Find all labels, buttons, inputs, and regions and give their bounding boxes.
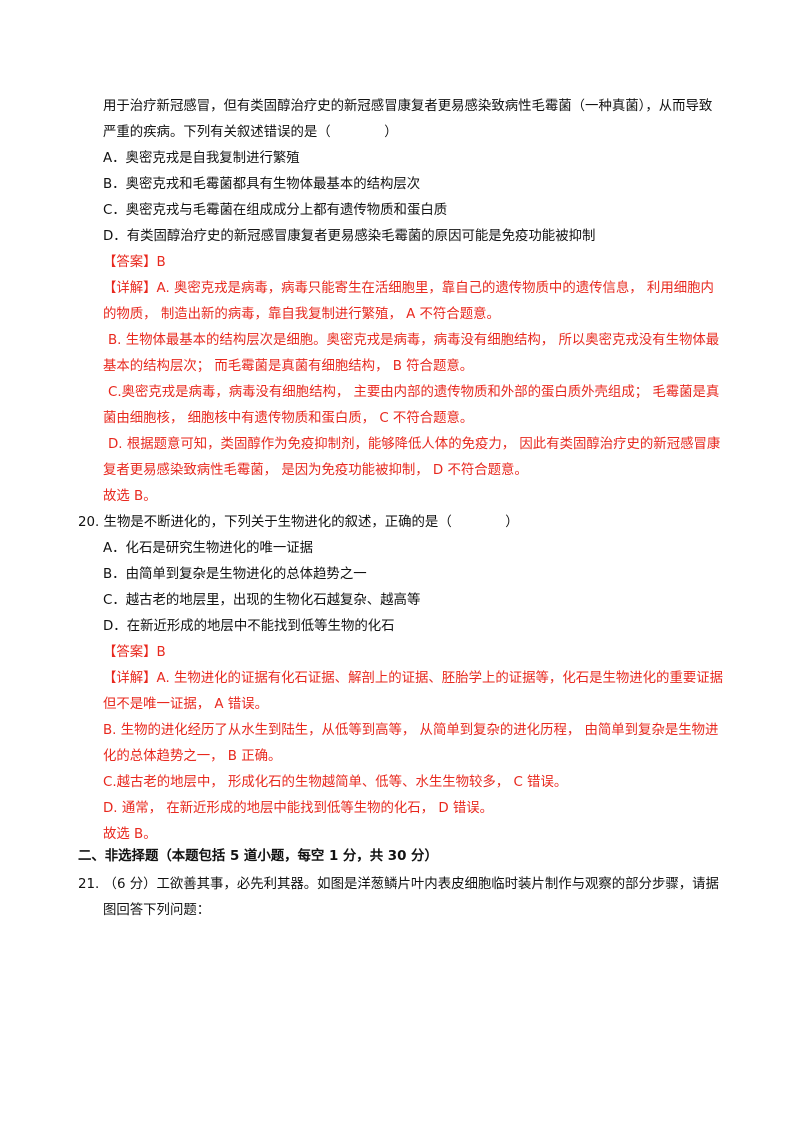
q21-stem-line1: 21. （6 分）工欲善其事，必先利其器。如图是洋葱鳞片叶内表皮细胞临时装片制作… xyxy=(78,877,719,892)
q20-explanation-line: 但不是唯一证据， A 错误。 xyxy=(103,697,268,712)
q20-explanation-line: 化的总体趋势之一， B 正确。 xyxy=(103,749,282,764)
q21-stem-line2: 图回答下列问题： xyxy=(103,903,211,918)
q19-explanation-line: 的物质， 制造出新的病毒，靠自我复制进行繁殖， A 不符合题意。 xyxy=(103,307,500,322)
q20-explanation-line: B. 生物的进化经历了从水生到陆生，从低等到高等， 从简单到复杂的进化历程， 由… xyxy=(103,723,719,738)
q19-stem-line2: 严重的疾病。下列有关叙述错误的是（ ） xyxy=(103,125,398,140)
q19-explanation-line: 基本的结构层次； 而毛霉菌是真菌有细胞结构， B 符合题意。 xyxy=(103,359,474,374)
q19-conclusion: 故选 B。 xyxy=(103,489,157,504)
q20-explanation-line: D. 通常， 在新近形成的地层中能找到低等生物的化石， D 错误。 xyxy=(103,801,494,816)
q19-stem-line1: 用于治疗新冠感冒，但有类固醇治疗史的新冠感冒康复者更易感染致病性毛霉菌（一种真菌… xyxy=(103,99,713,114)
q20-option-b: B．由简单到复杂是生物进化的总体趋势之一 xyxy=(103,567,367,582)
q19-answer: 【答案】B xyxy=(103,255,166,270)
q20-explanation-line: C.越古老的地层中， 形成化石的生物越简单、低等、水生生物较多， C 错误。 xyxy=(103,775,568,790)
q19-option-d: D．有类固醇治疗史的新冠感冒康复者更易感染毛霉菌的原因可能是免疫功能被抑制 xyxy=(103,229,596,244)
q19-explanation-line: D. 根据题意可知，类固醇作为免疫抑制剂，能够降低人体的免疫力， 因此有类固醇治… xyxy=(108,437,721,452)
q19-explanation-line: 【详解】A. 奥密克戎是病毒，病毒只能寄生在活细胞里，靠自己的遗传物质中的遗传信… xyxy=(103,281,714,296)
q20-conclusion: 故选 B。 xyxy=(103,827,157,842)
q20-option-a: A．化石是研究生物进化的唯一证据 xyxy=(103,541,314,556)
q20-explanation-line: 【详解】A. 生物进化的证据有化石证据、解剖上的证据、胚胎学上的证据等，化石是生… xyxy=(103,671,724,686)
q19-explanation-line: 菌由细胞核， 细胞核中有遗传物质和蛋白质， C 不符合题意。 xyxy=(103,411,474,426)
q19-explanation-line: B. 生物体最基本的结构层次是细胞。奥密克戎是病毒，病毒没有细胞结构， 所以奥密… xyxy=(108,333,720,348)
q20-stem: 20. 生物是不断进化的，下列关于生物进化的叙述，正确的是（ ） xyxy=(78,515,519,530)
q19-explanation-line: C.奥密克戎是病毒，病毒没有细胞结构， 主要由内部的遗传物质和外部的蛋白质外壳组… xyxy=(108,385,720,400)
q20-answer: 【答案】B xyxy=(103,645,166,660)
q19-option-a: A．奥密克戎是自我复制进行繁殖 xyxy=(103,151,300,166)
section-heading: 二、非选择题（本题包括 5 道小题，每空 1 分，共 30 分） xyxy=(78,849,438,864)
q20-option-c: C．越古老的地层里，出现的生物化石越复杂、越高等 xyxy=(103,593,421,608)
q19-option-b: B．奥密克戎和毛霉菌都具有生物体最基本的结构层次 xyxy=(103,177,421,192)
q19-explanation-line: 复者更易感染致病性毛霉菌， 是因为免疫功能被抑制， D 不符合题意。 xyxy=(103,463,528,478)
q20-option-d: D．在新近形成的地层中不能找到低等生物的化石 xyxy=(103,619,395,634)
q19-option-c: C．奥密克戎与毛霉菌在组成成分上都有遗传物质和蛋白质 xyxy=(103,203,448,218)
